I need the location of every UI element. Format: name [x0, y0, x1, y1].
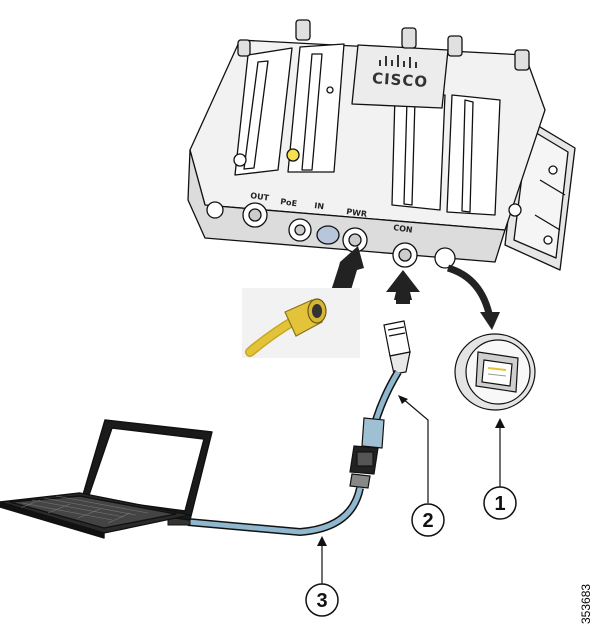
port-cover-icon — [454, 333, 536, 411]
port-label-pwr: PWR — [346, 207, 368, 219]
cover-removal-arrow — [446, 264, 500, 330]
port-label-con: CON — [393, 223, 413, 235]
figure-id: 353683 — [579, 584, 593, 624]
port-label-poe-in: PoE — [280, 197, 298, 208]
in-port — [316, 225, 340, 245]
access-point-device — [187, 19, 576, 271]
rj45-connector-icon — [383, 320, 411, 375]
callout-3: 3 — [305, 536, 339, 617]
console-cable — [167, 320, 411, 537]
port-label-in: IN — [314, 201, 325, 211]
port-label-out: OUT — [250, 191, 270, 203]
insert-arrow-power — [330, 246, 364, 300]
callout-2: 2 — [398, 395, 445, 537]
callout-number-3: 3 — [316, 590, 327, 612]
callout-number-2: 2 — [422, 510, 433, 532]
laptop-icon — [0, 419, 213, 539]
brand-logo: CISCO — [371, 69, 428, 91]
power-connector-icon — [242, 288, 360, 358]
brand-logo-bars — [379, 55, 417, 68]
callout-number-1: 1 — [494, 493, 505, 515]
insert-arrow-console — [386, 270, 420, 304]
callout-1: 1 — [483, 418, 517, 520]
